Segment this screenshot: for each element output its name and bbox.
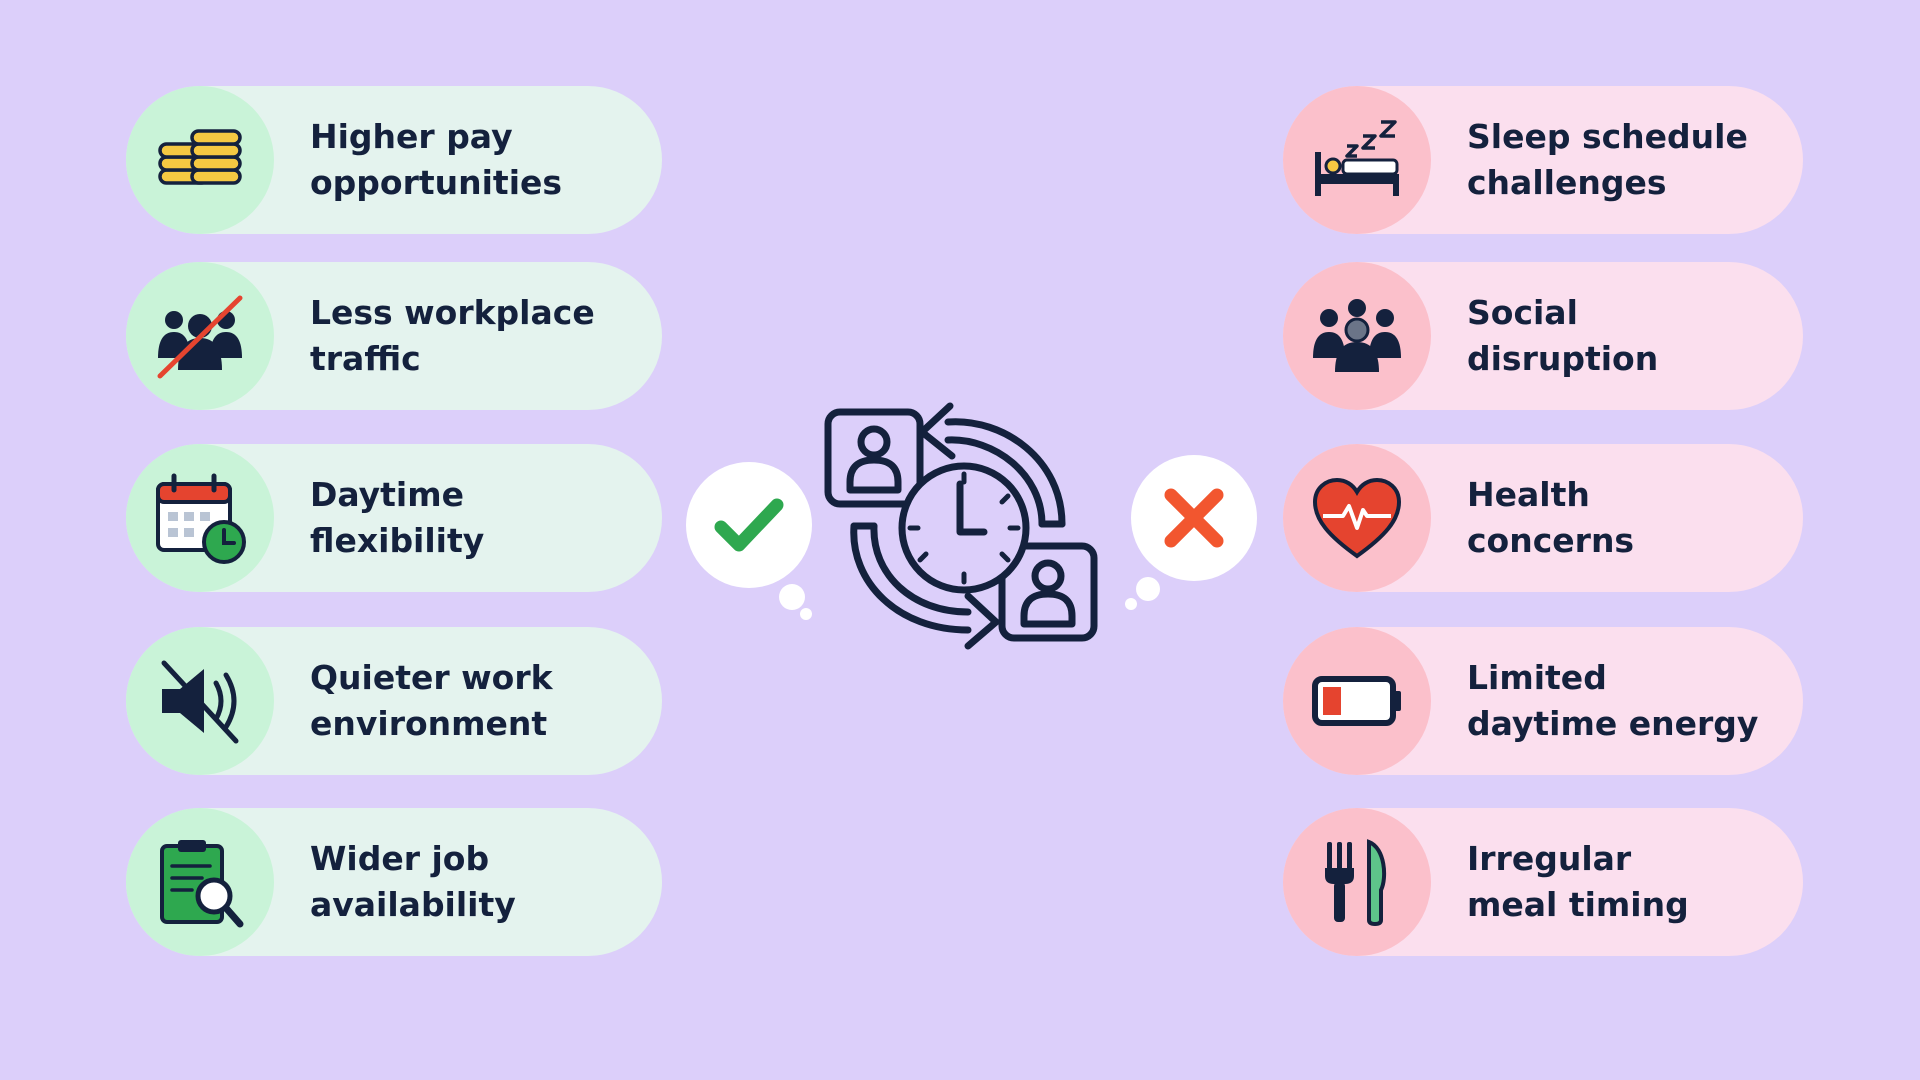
- pro-label-line2: opportunities: [310, 163, 563, 202]
- con-label-line1: Sleep schedule: [1467, 117, 1748, 156]
- pro-label-line2: traffic: [310, 339, 421, 378]
- bed-sleep-icon: [1315, 120, 1399, 196]
- con-label-line2: daytime energy: [1467, 704, 1759, 743]
- cons-bubble-dot: [1136, 577, 1160, 601]
- pros-bubble-dot: [779, 584, 805, 610]
- pros-bubble-dot-small: [800, 608, 812, 620]
- con-item-health-concerns: Health concerns: [1283, 444, 1803, 592]
- pro-label-line2: flexibility: [310, 521, 485, 560]
- con-label-line1: Limited: [1467, 658, 1607, 697]
- con-label-line2: meal timing: [1467, 885, 1689, 924]
- cons-thought-bubble: [1131, 455, 1257, 581]
- con-label-line2: disruption: [1467, 339, 1659, 378]
- con-item-social-disruption: Social disruption: [1283, 262, 1803, 410]
- pros-thought-bubble: [686, 462, 812, 588]
- con-label-line1: Health: [1467, 475, 1590, 514]
- calendar-clock-icon: [156, 473, 246, 564]
- checkmark-icon: [714, 498, 784, 552]
- pro-label-line1: Quieter work: [310, 658, 553, 697]
- con-item-irregular-meals: Irregular meal timing: [1283, 808, 1803, 956]
- muted-speaker-icon: [161, 660, 239, 744]
- pro-label-line1: Higher pay: [310, 117, 513, 156]
- con-item-sleep-schedule: Sleep schedule challenges: [1283, 86, 1803, 234]
- pro-item-wider-job-availability: Wider job availability: [126, 808, 662, 956]
- pro-label-line1: Daytime: [310, 475, 465, 514]
- pro-label-line1: Wider job: [310, 839, 490, 878]
- pro-item-higher-pay: Higher pay opportunities: [126, 86, 662, 234]
- low-battery-icon: [1312, 676, 1401, 726]
- con-item-limited-energy: Limited daytime energy: [1283, 627, 1803, 775]
- pro-label-line2: availability: [310, 885, 516, 924]
- con-label-line1: Social: [1467, 293, 1578, 332]
- group-people-icon: [1313, 299, 1401, 372]
- fork-knife-icon: [1325, 839, 1387, 927]
- pro-item-less-traffic: Less workplace traffic: [126, 262, 662, 410]
- pro-item-daytime-flexibility: Daytime flexibility: [126, 444, 662, 592]
- cons-bubble-dot-small: [1125, 598, 1137, 610]
- pro-item-quieter-environment: Quieter work environment: [126, 627, 662, 775]
- shift-rotation-clock-icon: [824, 402, 1098, 650]
- con-label-line2: concerns: [1467, 521, 1635, 560]
- con-label-line2: challenges: [1467, 163, 1667, 202]
- no-crowd-icon: [157, 295, 243, 379]
- pro-label-line1: Less workplace: [310, 293, 595, 332]
- con-label-line1: Irregular: [1467, 839, 1632, 878]
- heart-pulse-icon: [1312, 477, 1402, 559]
- pro-label-line2: environment: [310, 704, 548, 743]
- coins-icon: [158, 129, 242, 185]
- cross-icon: [1164, 488, 1224, 548]
- clipboard-search-icon: [160, 840, 244, 928]
